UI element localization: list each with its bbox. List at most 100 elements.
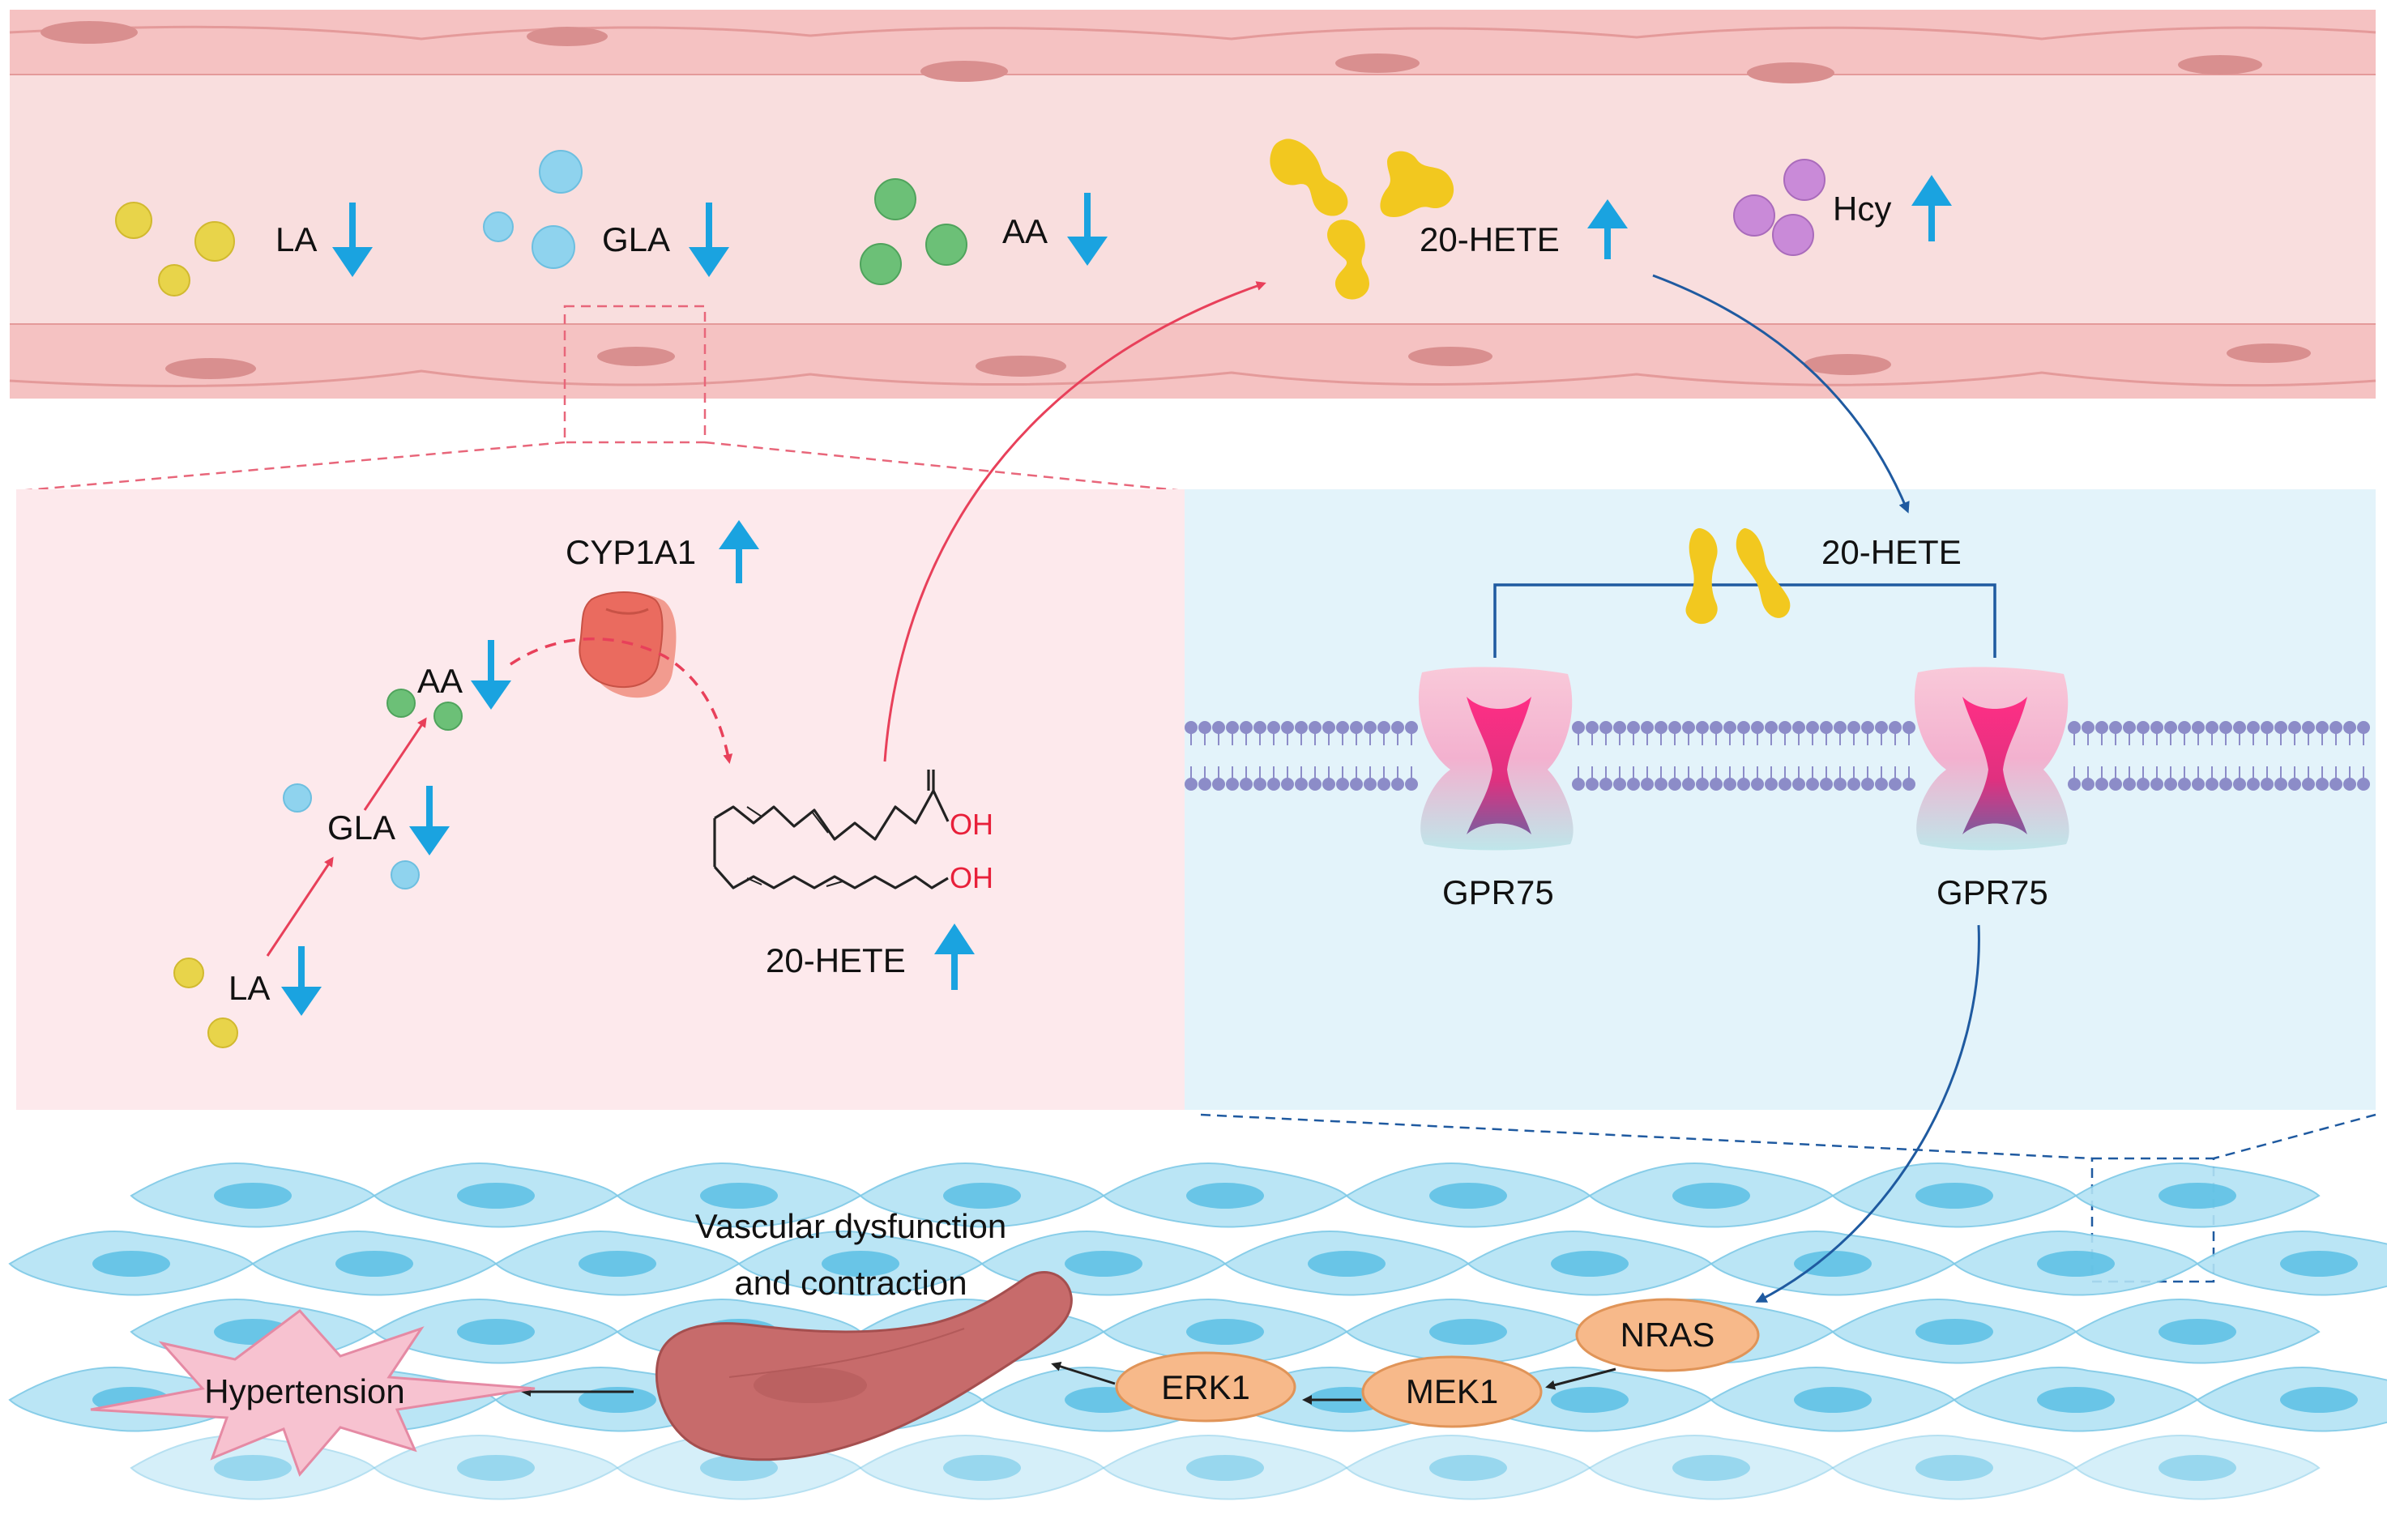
enzyme-label: CYP1A1 <box>566 533 696 571</box>
gpr75-receptor-left-icon <box>1418 667 1574 851</box>
la-label: LA <box>228 969 270 1007</box>
down-arrow-icon <box>281 946 322 1016</box>
smooth-muscle-nucleus <box>2159 1319 2236 1345</box>
smooth-muscle-nucleus <box>92 1251 170 1277</box>
vessel-gla-label: GLA <box>602 220 670 258</box>
smooth-muscle-nucleus <box>2280 1387 2358 1413</box>
gla-label: GLA <box>327 808 395 847</box>
smooth-muscle-nucleus <box>1915 1455 1993 1481</box>
gla-molecule-icon <box>391 860 420 889</box>
smooth-muscle-nucleus <box>1186 1319 1264 1345</box>
metabolism-panel: CYP1A1 OH OH 20-HETE <box>16 489 1185 1110</box>
smooth-muscle-nucleus <box>2037 1387 2115 1413</box>
hete-molecule-icon <box>1270 139 1348 216</box>
oh-bottom-label: OH <box>950 861 993 894</box>
smooth-muscle-nucleus <box>1551 1387 1629 1413</box>
vessel-hcy-group: Hcy <box>1733 159 1952 256</box>
outcome-line-2: and contraction <box>734 1264 967 1302</box>
smooth-muscle-nucleus <box>1915 1319 1993 1345</box>
nras-to-mek1-arrow <box>1545 1367 1616 1390</box>
receptor-left-label: GPR75 <box>1442 873 1554 911</box>
receptor-to-nras-arrow <box>1755 924 1980 1303</box>
nras-node: NRAS <box>1575 1298 1760 1372</box>
aa-to-hete-dashed-arrow <box>510 637 733 764</box>
smooth-muscle-nucleus <box>1308 1251 1386 1277</box>
smooth-muscle-nucleus <box>1672 1455 1750 1481</box>
smooth-muscle-nucleus <box>214 1183 292 1209</box>
smooth-muscle-nucleus <box>457 1455 535 1481</box>
smooth-muscle-nucleus <box>1065 1251 1142 1277</box>
smooth-muscle-nucleus <box>335 1251 413 1277</box>
vessel-gla-group: GLA <box>483 150 729 277</box>
receptor-right-label: GPR75 <box>1937 873 2048 911</box>
smooth-muscle-nucleus <box>1186 1183 1264 1209</box>
aa-label: AA <box>417 662 463 700</box>
gla-to-aa-arrow <box>363 717 427 811</box>
vessel-top-endothelium <box>9 10 2376 83</box>
down-arrow-icon <box>409 786 450 855</box>
vessel-la-label: LA <box>275 220 317 258</box>
vessel-20-hete-label: 20-HETE <box>1420 220 1560 258</box>
gla-molecule-icon <box>283 783 312 813</box>
gpr75-receptor-right-icon <box>1914 667 2069 851</box>
smooth-muscle-nucleus <box>1794 1251 1872 1277</box>
smooth-muscle-nucleus <box>1915 1183 1993 1209</box>
zoom-guide-lines <box>17 441 1185 493</box>
contracted-muscle-cell-icon <box>655 1271 1073 1461</box>
smooth-muscle-nucleus <box>1794 1387 1872 1413</box>
smooth-muscle-nucleus <box>214 1455 292 1481</box>
smooth-muscle-nucleus <box>2159 1455 2236 1481</box>
hete-molecule-icon <box>1380 151 1454 217</box>
hete-molecule-icon <box>1736 528 1791 618</box>
smooth-muscle-nucleus <box>1429 1319 1507 1345</box>
la-molecule-icon <box>207 1017 238 1048</box>
down-arrow-icon <box>332 203 373 277</box>
smooth-muscle-nucleus <box>2159 1183 2236 1209</box>
20-hete-structure-icon <box>713 770 950 889</box>
vessel-aa-label: AA <box>1002 212 1048 250</box>
vessel-bottom-endothelium <box>9 323 2376 399</box>
mek1-node: MEK1 <box>1361 1355 1543 1428</box>
up-arrow-icon <box>719 520 759 583</box>
ligand-label: 20-HETE <box>1821 533 1962 571</box>
smooth-muscle-nucleus <box>1186 1455 1264 1481</box>
aa-molecule-icon <box>433 702 463 731</box>
hete-molecule-icon <box>1685 528 1718 625</box>
smooth-muscle-nucleus <box>2280 1251 2358 1277</box>
ligand-bracket <box>1493 583 1996 658</box>
la-to-gla-arrow <box>266 856 334 957</box>
down-arrow-icon <box>689 203 729 277</box>
vessel-la-group: LA <box>115 202 373 296</box>
la-molecule-icon <box>173 958 204 988</box>
smooth-muscle-nucleus <box>943 1183 1021 1209</box>
up-arrow-icon <box>1587 199 1628 259</box>
up-arrow-icon <box>934 924 975 990</box>
smooth-muscle-nucleus <box>700 1455 778 1481</box>
hete-export-arrow <box>883 281 1266 762</box>
smooth-muscle-nucleus <box>457 1319 535 1345</box>
smooth-muscle-nucleus <box>579 1387 656 1413</box>
smooth-muscle-nucleus <box>1429 1455 1507 1481</box>
receptor-panel: 20-HETE GPR75 GPR75 <box>1185 489 2376 1110</box>
hypertension-label: Hypertension <box>204 1372 404 1410</box>
smooth-muscle-nucleus <box>943 1455 1021 1481</box>
smooth-muscle-layer <box>8 1162 2387 1500</box>
product-label: 20-HETE <box>766 941 906 979</box>
aa-molecule-icon <box>386 689 416 718</box>
smooth-muscle-nucleus <box>1551 1251 1629 1277</box>
signaling-cascade: NRAS MEK1 ERK1 Vascular dysfunction and … <box>90 924 1980 1477</box>
vessel-20-hete-group: 20-HETE <box>1270 139 1628 300</box>
zoom-box-vessel <box>563 305 707 444</box>
smooth-muscle-nucleus <box>1672 1183 1750 1209</box>
smooth-muscle-nucleus <box>2037 1251 2115 1277</box>
erk1-to-muscle-arrow <box>1051 1361 1116 1385</box>
mek1-label: MEK1 <box>1406 1372 1498 1410</box>
outcome-line-1: Vascular dysfunction <box>695 1207 1006 1245</box>
oh-top-label: OH <box>950 808 993 841</box>
hete-molecule-icon <box>1327 220 1369 300</box>
smooth-muscle-nucleus <box>700 1183 778 1209</box>
cell-membrane <box>1185 721 2370 791</box>
down-arrow-icon <box>471 640 511 710</box>
up-arrow-icon <box>1911 175 1952 241</box>
